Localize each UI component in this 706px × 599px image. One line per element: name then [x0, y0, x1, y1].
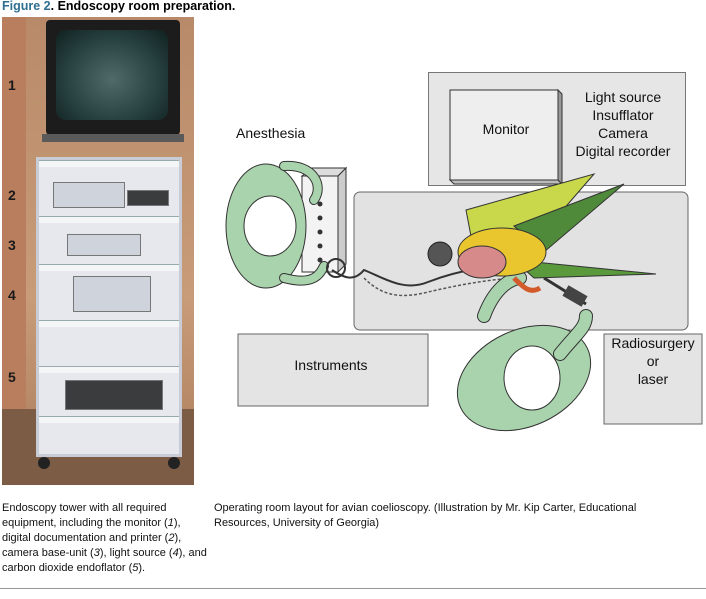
documentation-device: [127, 190, 169, 206]
caption-ref: 4: [172, 547, 179, 559]
caption-text: ), and carbon dioxide endoflator (: [2, 547, 207, 574]
radiosurgery-line: Radiosurgery: [611, 335, 695, 351]
caption-text: ), digital documentation and printer (: [2, 517, 181, 544]
radiosurgery-line: laser: [637, 371, 669, 387]
caption-text: ), camera base-unit (: [2, 532, 182, 559]
radiosurgery-line: or: [646, 353, 660, 369]
caption-ref: 5: [132, 562, 139, 574]
cart-wheel: [38, 457, 50, 469]
caption-ref: 1: [167, 517, 174, 529]
illustration-caption: Operating room layout for avian coeliosc…: [214, 502, 637, 529]
caption-text: ).: [138, 562, 146, 574]
caption-text: Endoscopy tower with all required equipm…: [2, 502, 168, 529]
cart-shelf: [39, 320, 179, 327]
shelf-number: 5: [8, 369, 16, 385]
wall: [2, 17, 26, 485]
cart-shelf: [39, 160, 179, 167]
endoscopy-tower-photo: 1 2 3 4 5: [2, 17, 194, 485]
cart-wheel: [168, 457, 180, 469]
shelf-number: 1: [8, 77, 16, 93]
caption-text: ), light source (: [99, 547, 173, 559]
equipment-list: Light source Insufflator Camera Digital …: [564, 88, 682, 160]
monitor-screen: [56, 30, 168, 120]
camera-unit-device: [67, 234, 141, 256]
anesthesia-machine: [300, 166, 348, 274]
surgeon-figure: [456, 271, 593, 432]
bottom-rule: [0, 588, 706, 589]
shelf-number: 3: [8, 237, 16, 253]
instruments-label: Instruments: [294, 357, 368, 373]
cart-shelf: [39, 264, 179, 271]
equipment-line: Camera: [598, 125, 648, 141]
light-source-device: [73, 276, 151, 312]
equipment-line: Light source: [584, 89, 662, 105]
anesthesia-label: Anesthesia: [236, 125, 306, 141]
monitor-label: Monitor: [482, 121, 530, 137]
figure-label: Figure 2: [2, 0, 51, 13]
equipment-cart: [36, 157, 182, 457]
caption-ref: 2: [168, 532, 175, 544]
anesthetist-figure: [225, 160, 329, 289]
shelf-number: 2: [8, 187, 16, 203]
photo-caption: Endoscopy tower with all required equipm…: [2, 501, 207, 576]
monitor-photo: [42, 20, 184, 142]
figure-title-text: Endoscopy room preparation.: [57, 0, 236, 13]
radiosurgery-label: Radiosurgery or laser: [604, 334, 702, 388]
shelf-number: 4: [8, 287, 16, 303]
cart-shelf: [39, 216, 179, 223]
cart-shelf: [39, 366, 179, 373]
caption-ref: 3: [93, 547, 100, 559]
printer-device: [53, 182, 125, 208]
operating-room-illustration: Anesthesia Monitor Light source Insuffla…: [214, 16, 704, 494]
room-drawing: [225, 88, 703, 432]
equipment-line: Insufflator: [592, 107, 654, 123]
monitor-base: [42, 134, 184, 142]
endoflator-device: [65, 380, 163, 410]
parrot-figure: [427, 173, 657, 293]
cart-shelf: [39, 416, 179, 423]
equipment-line: Digital recorder: [575, 143, 671, 159]
figure-title: Figure 2. Endoscopy room preparation.: [2, 0, 236, 13]
monitor-cube: [448, 88, 564, 186]
